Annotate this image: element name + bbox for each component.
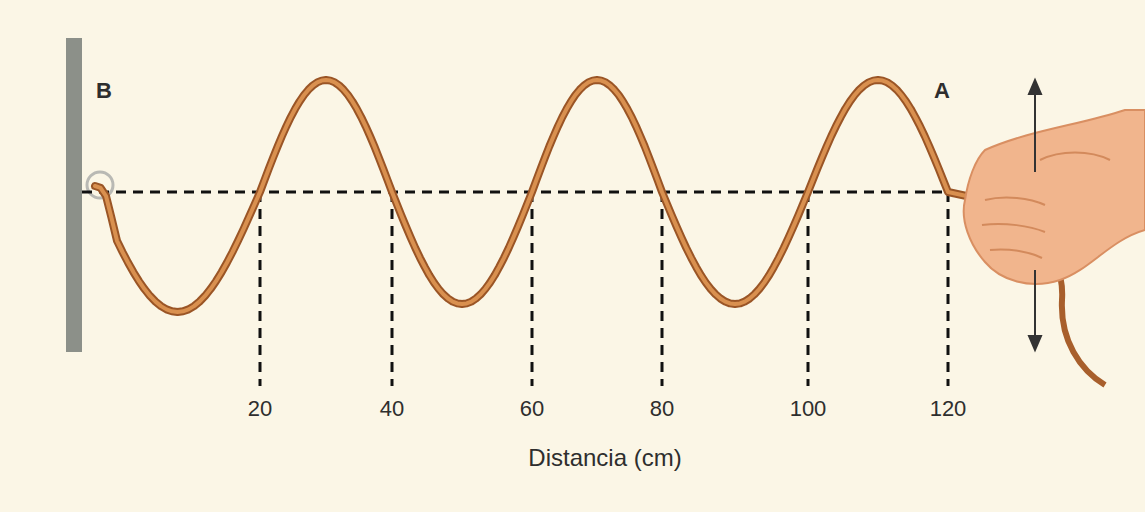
tick-label: 100: [788, 398, 829, 420]
motion-arrows: [1029, 80, 1041, 350]
tick-label: 120: [928, 398, 969, 420]
axis-title: Distancia (cm): [528, 446, 681, 470]
point-label: A: [934, 80, 950, 102]
rope-outline: [95, 80, 985, 312]
point-label: B: [96, 80, 112, 102]
hand: [964, 110, 1145, 385]
tick-label: 40: [378, 398, 406, 420]
hand-shape: [964, 110, 1145, 284]
fingers: [982, 198, 1045, 258]
rope-wave: [95, 80, 985, 312]
tick-label: 20: [246, 398, 274, 420]
thumb: [1040, 153, 1110, 161]
tick-label: 80: [648, 398, 676, 420]
rope: [95, 80, 985, 312]
wall: [66, 38, 82, 352]
tick-label: 60: [518, 398, 546, 420]
